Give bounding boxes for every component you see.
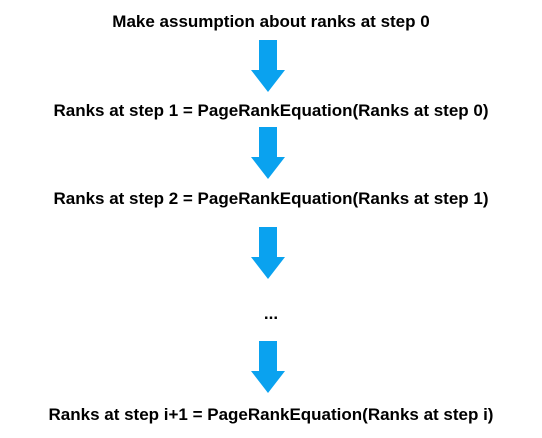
arrow-down-icon-graphic — [251, 227, 285, 279]
arrow-down-icon — [251, 40, 285, 92]
arrow-down-icon-graphic — [251, 127, 285, 179]
arrow-down-icon — [251, 227, 285, 279]
arrow-down-icon-graphic — [251, 341, 285, 393]
step-i-plus-1-label: Ranks at step i+1 = PageRankEquation(Ran… — [48, 405, 494, 424]
ellipsis-label: ... — [263, 304, 279, 323]
step-0-label: Make assumption about ranks at step 0 — [112, 12, 430, 31]
step-2-label: Ranks at step 2 = PageRankEquation(Ranks… — [53, 189, 489, 208]
arrow-down-icon-graphic — [251, 40, 285, 92]
arrow-down-icon — [251, 341, 285, 393]
arrow-down-icon — [251, 127, 285, 179]
step-1-label: Ranks at step 1 = PageRankEquation(Ranks… — [53, 101, 489, 120]
